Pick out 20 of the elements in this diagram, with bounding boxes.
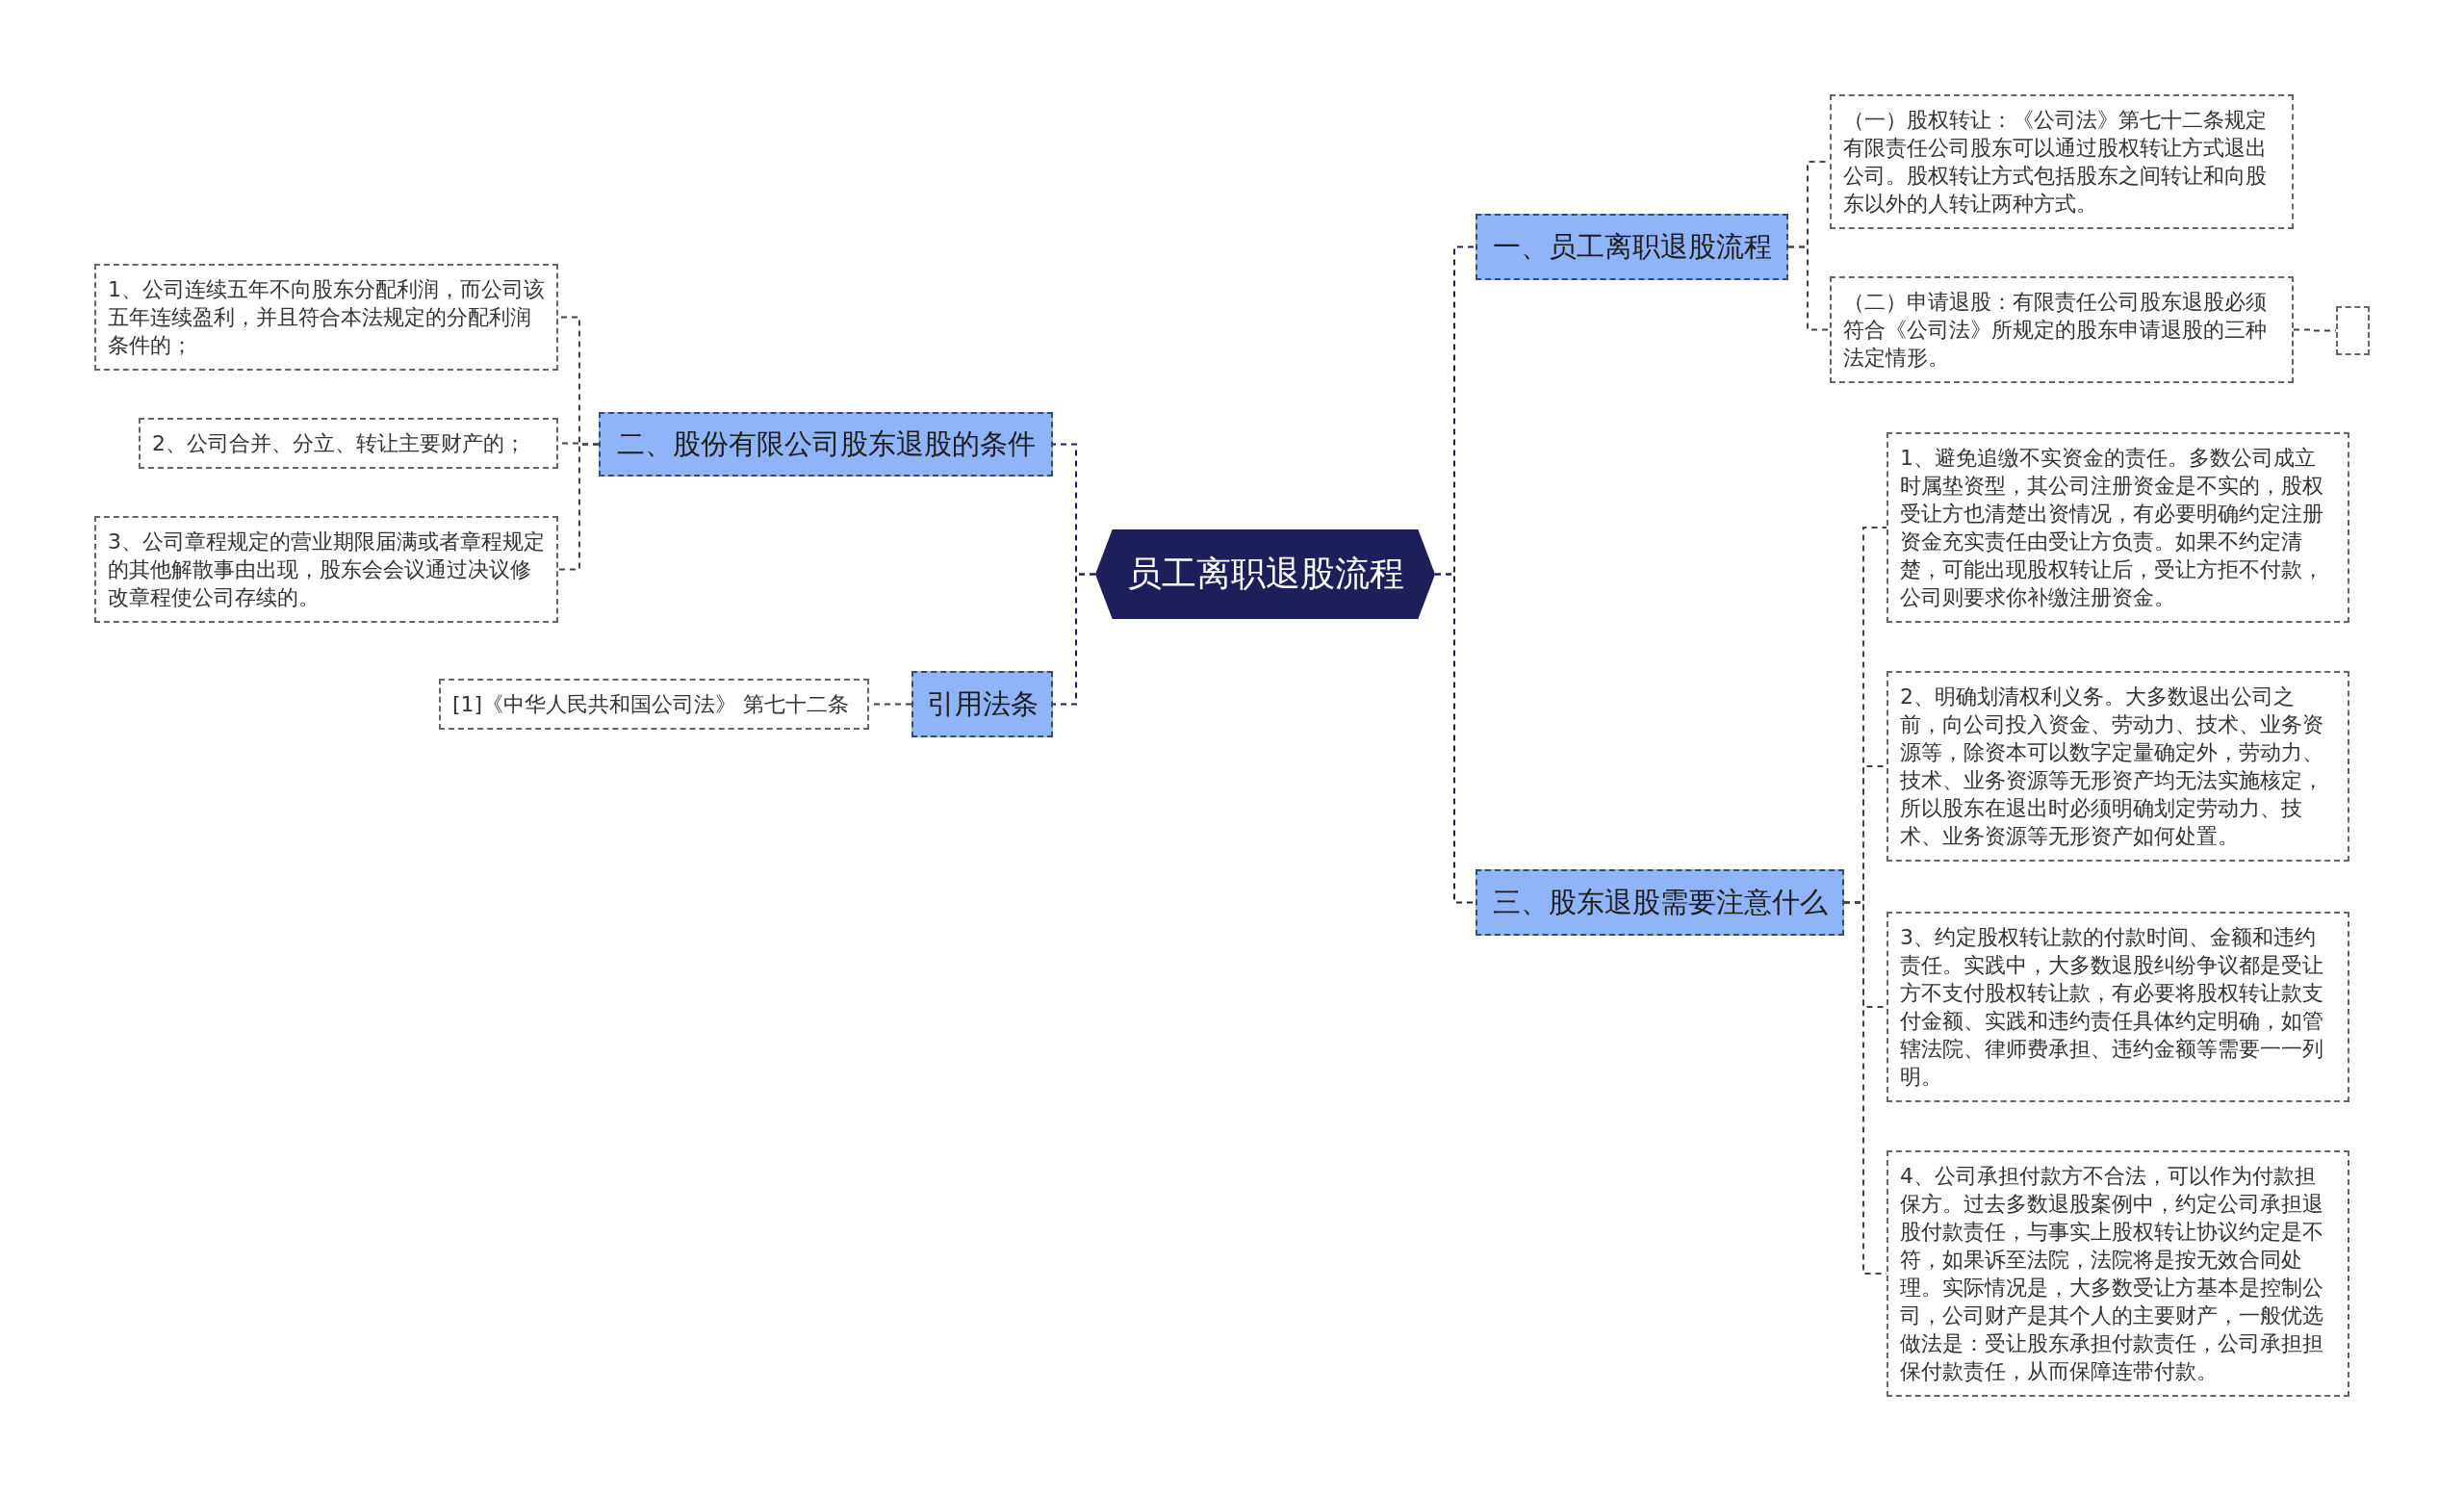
text-box: （二）申请退股：有限责任公司股东退股必须符合《公司法》所规定的股东申请退股的三种法定情形。: [1830, 276, 2294, 383]
connector-line: [1787, 245, 1831, 331]
topic-box: 三、股东退股需要注意什么: [1476, 869, 1844, 936]
central-topic-text: 员工离职退股流程: [1126, 553, 1404, 595]
text-box: 4、公司承担付款方不合法，可以作为付款担保方。过去多数退股案例中，约定公司承担退股付款责任，与事实上股权转让协议约定是不符，如果诉至法院，法院将是按无效合同处理。实际情况是，大多数受让方基本是控制公司，公司财产是其个人的主要财产，一般优选做法是：受让股东承担付款责任，公司承担担保付款责任，从而保障连带付款。: [1886, 1150, 2349, 1397]
text-box: 2、公司合并、分立、转让主要财产的；: [139, 418, 558, 469]
text-box: 3、公司章程规定的营业期限届满或者章程规定的其他解散事由出现，股东会会议通过决议修改章程使公司存续的。: [94, 516, 558, 623]
text-box: 1、公司连续五年不向股东分配利润，而公司该五年连续盈利，并且符合本法规定的分配利润条件的；: [94, 264, 558, 371]
central-topic-hexagon: [1095, 529, 1435, 619]
text-box: 2、明确划清权利义务。大多数退出公司之前，向公司投入资金、劳动力、技术、业务资源等，除资本可以数字定量确定外，劳动力、技术、业务资源等无形资产均无法实施核定，所以股东在退出时必须明确划定劳动力、技术、业务资源等无形资产如何处置。: [1886, 671, 2349, 862]
topic-box: 一、员工离职退股流程: [1476, 214, 1788, 280]
topic-box: 二、股份有限公司股东退股的条件: [599, 412, 1053, 477]
connector-line: [1052, 573, 1096, 706]
connector-line: [557, 443, 600, 571]
text-box: [1]《中华人民共和国公司法》 第七十二条: [439, 679, 869, 730]
text-box: （一）股权转让：《公司法》第七十二条规定有限责任公司股东可以通过股权转让方式退出公司。股权转让方式包括股东之间转让和向股东以外的人转让两种方式。: [1830, 94, 2294, 229]
text-box: 3、约定股权转让款的付款时间、金额和违约责任。实践中，大多数退股纠纷争议都是受让方不支付股权转让款，有必要将股权转让款支付金额、实践和违约责任具体约定明确，如管辖法院、律师费承担、违约金额等需要一一列明。: [1886, 912, 2349, 1102]
text-box: 1、避免追缴不实资金的责任。多数公司成立时属垫资型，其公司注册资金是不实的，股权受让方也清楚出资情况，有必要明确约定注册资金充实责任由受让方负责。如果不约定清楚，可能出现股权转让后，受让方拒不付款，公司则要求你补缴注册资金。: [1886, 432, 2349, 623]
topic-box: 引用法条: [911, 671, 1053, 737]
empty-box: [2336, 306, 2370, 355]
